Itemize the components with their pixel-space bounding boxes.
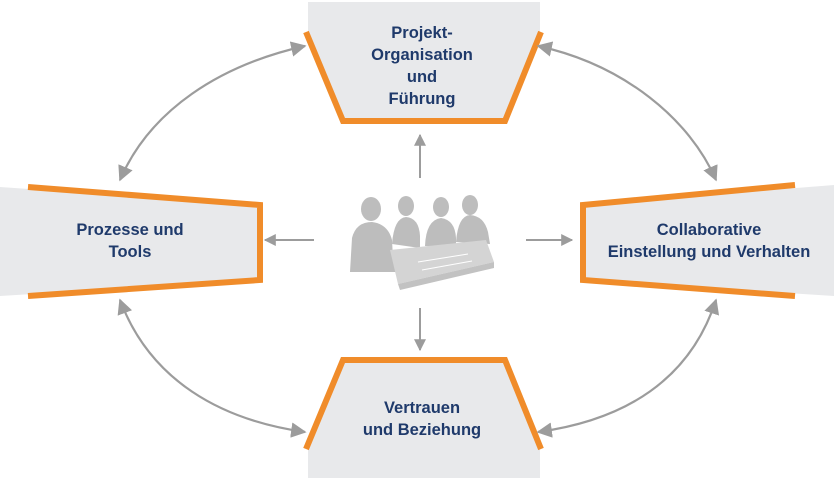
curved-arrow-right-bottom	[536, 298, 720, 438]
box-top-line-1: Projekt-	[391, 24, 453, 42]
box-top-label: Projekt- Organisation und Führung	[324, 22, 520, 110]
box-left-label: Prozesse und Tools	[30, 219, 230, 263]
business-meeting-silhouette-icon	[350, 195, 494, 290]
box-right-line-1: Collaborative	[656, 221, 762, 239]
box-bottom-line-1: Vertrauen	[383, 399, 461, 417]
curved-arrow-left-top	[118, 41, 307, 182]
box-top-line-2: Organisation	[371, 46, 473, 64]
box-right-label: Collaborative Einstellung und Verhalten	[586, 219, 832, 263]
box-right-line-2: Einstellung und Verhalten	[607, 243, 811, 261]
box-bottom-line-2: und Beziehung	[362, 421, 482, 439]
box-top-line-4: Führung	[388, 90, 456, 108]
box-bottom	[303, 357, 544, 478]
box-left-line-2: Tools	[108, 243, 152, 261]
box-top	[303, 2, 544, 124]
box-bottom-label: Vertrauen und Beziehung	[324, 397, 520, 441]
box-right	[580, 182, 834, 299]
curved-arrow-bottom-left	[117, 298, 307, 438]
box-left	[0, 184, 263, 299]
curved-arrow-top-right	[536, 41, 718, 182]
box-top-line-3: und	[406, 68, 438, 86]
box-left-line-1: Prozesse und	[76, 221, 184, 239]
